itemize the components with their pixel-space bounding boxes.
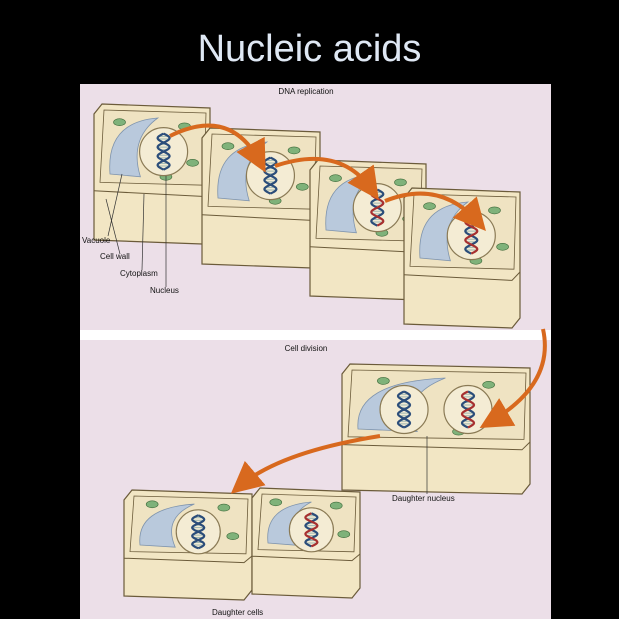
slide-title: Nucleic acids	[197, 28, 422, 70]
chloroplast	[482, 380, 495, 389]
cell-wall-leader	[105, 198, 121, 255]
chloroplast	[329, 501, 343, 510]
panel-divider	[80, 330, 551, 340]
cell-edge	[403, 271, 521, 281]
dna-replication-diagram: DNA replication Cell division Vacuole Ce…	[80, 84, 551, 619]
chloroplast	[488, 206, 501, 215]
cells-layer	[93, 103, 531, 601]
chloroplast	[329, 174, 342, 182]
vacuole	[139, 503, 195, 548]
cell-edge	[123, 555, 253, 564]
dna-strand	[304, 512, 319, 548]
label-nucleus: Nucleus	[150, 286, 179, 295]
leader-lines	[105, 173, 428, 494]
cell-stage-1	[93, 103, 211, 245]
daughter-cell-right	[251, 487, 361, 599]
arrow-5	[230, 434, 381, 494]
label-daughter-cells: Daughter cells	[212, 608, 263, 617]
cell-stage-4	[403, 187, 521, 329]
vacuole-leader	[107, 173, 123, 237]
dna-strand	[460, 390, 476, 429]
arrow-1	[169, 123, 266, 173]
dna-strand	[396, 390, 412, 429]
chloroplast	[145, 500, 159, 509]
arrow-2	[274, 156, 379, 200]
chloroplast	[217, 503, 231, 512]
bottom-panel-title: Cell division	[285, 344, 328, 353]
chloroplast	[423, 202, 436, 210]
cell-edge	[251, 553, 361, 562]
cell-stage-2	[201, 127, 321, 269]
replication-arrows	[169, 123, 547, 494]
cell-edge	[341, 441, 531, 451]
chloroplast	[377, 377, 390, 385]
chloroplast	[496, 243, 509, 251]
vacuole	[109, 117, 160, 178]
top-panel-title: DNA replication	[278, 87, 333, 96]
label-cytoplasm: Cytoplasm	[120, 269, 158, 278]
label-daughter-nucleus: Daughter nucleus	[392, 494, 455, 503]
chloroplast	[337, 530, 351, 539]
chloroplast	[296, 183, 309, 191]
label-cell-wall: Cell wall	[100, 252, 130, 261]
chloroplast	[287, 146, 301, 155]
chloroplast	[113, 118, 126, 127]
chloroplast	[226, 532, 240, 541]
label-vacuole: Vacuole	[82, 236, 111, 245]
chloroplast	[221, 142, 235, 151]
daughter-cell-left	[123, 489, 253, 601]
chloroplast	[394, 178, 407, 187]
arrow-3	[384, 191, 486, 231]
cytoplasm-leader	[141, 193, 145, 271]
chloroplast	[269, 498, 283, 507]
arrow-4	[479, 328, 547, 429]
dna-strand	[156, 132, 171, 171]
dividing-cell	[341, 363, 531, 495]
chloroplast	[186, 159, 199, 167]
dna-strand	[191, 514, 206, 550]
